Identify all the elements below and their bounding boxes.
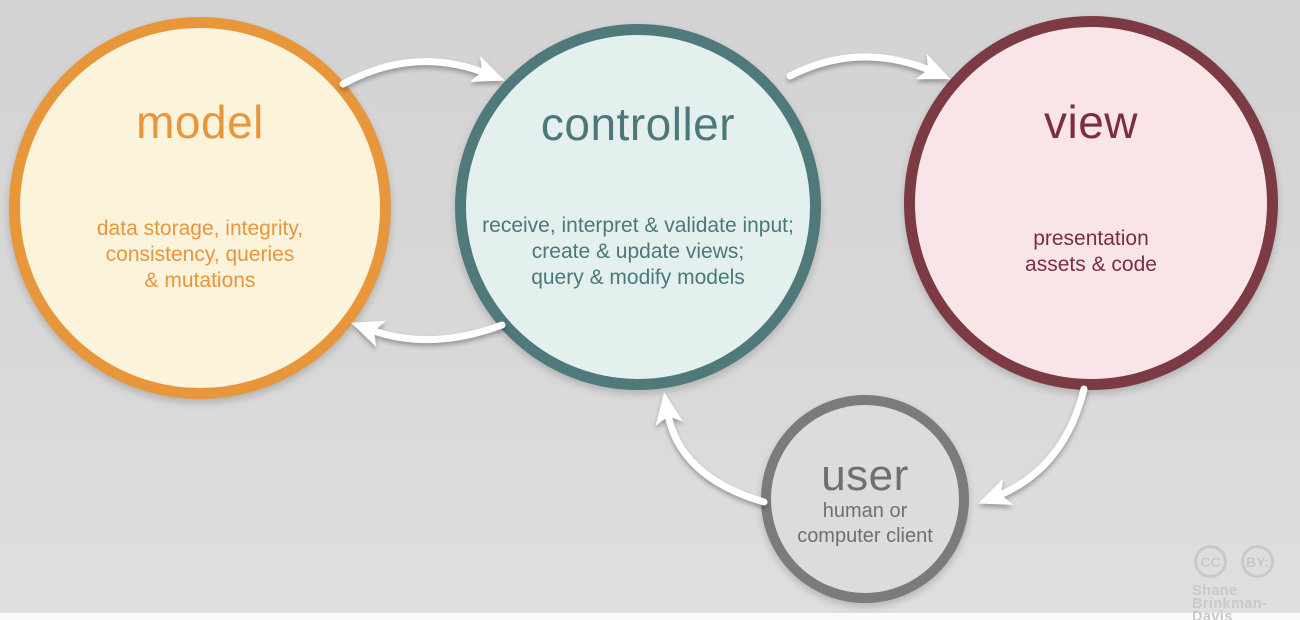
author-line1: Shane [1192, 583, 1238, 599]
node-controller-title: controller [540, 98, 736, 151]
node-view-title: view [1043, 96, 1139, 149]
attribution: CC BY: Shane Brinkman-Davis [1192, 545, 1300, 620]
license-badges: CC BY: [1194, 545, 1300, 578]
arrow-model-to-controller [339, 55, 505, 88]
node-controller: controller receive, interpret & validate… [455, 24, 821, 390]
by-badge-icon: BY: [1241, 545, 1274, 578]
node-user-title: user [821, 450, 909, 500]
arrow-view-to-user [978, 385, 1088, 505]
bottom-strip [0, 613, 1300, 620]
node-user-description: human or computer client [797, 500, 933, 548]
arrow-controller-to-model [351, 320, 506, 347]
arrow-user-to-controller [655, 392, 768, 506]
node-model: model data storage, integrity, consisten… [9, 17, 391, 399]
arrow-controller-to-view [786, 53, 951, 80]
cc-badge-icon: CC [1194, 545, 1227, 578]
author-credit: Shane Brinkman-Davis [1192, 583, 1300, 620]
node-model-title: model [136, 95, 264, 148]
node-view: view presentation assets & code [904, 16, 1278, 390]
node-controller-description: receive, interpret & validate input; cre… [482, 213, 794, 289]
node-model-description: data storage, integrity, consistency, qu… [96, 216, 304, 292]
node-view-description: presentation assets & code [1025, 227, 1157, 277]
node-user: user human or computer client [761, 395, 969, 603]
author-line2: Brinkman-Davis [1192, 596, 1268, 620]
